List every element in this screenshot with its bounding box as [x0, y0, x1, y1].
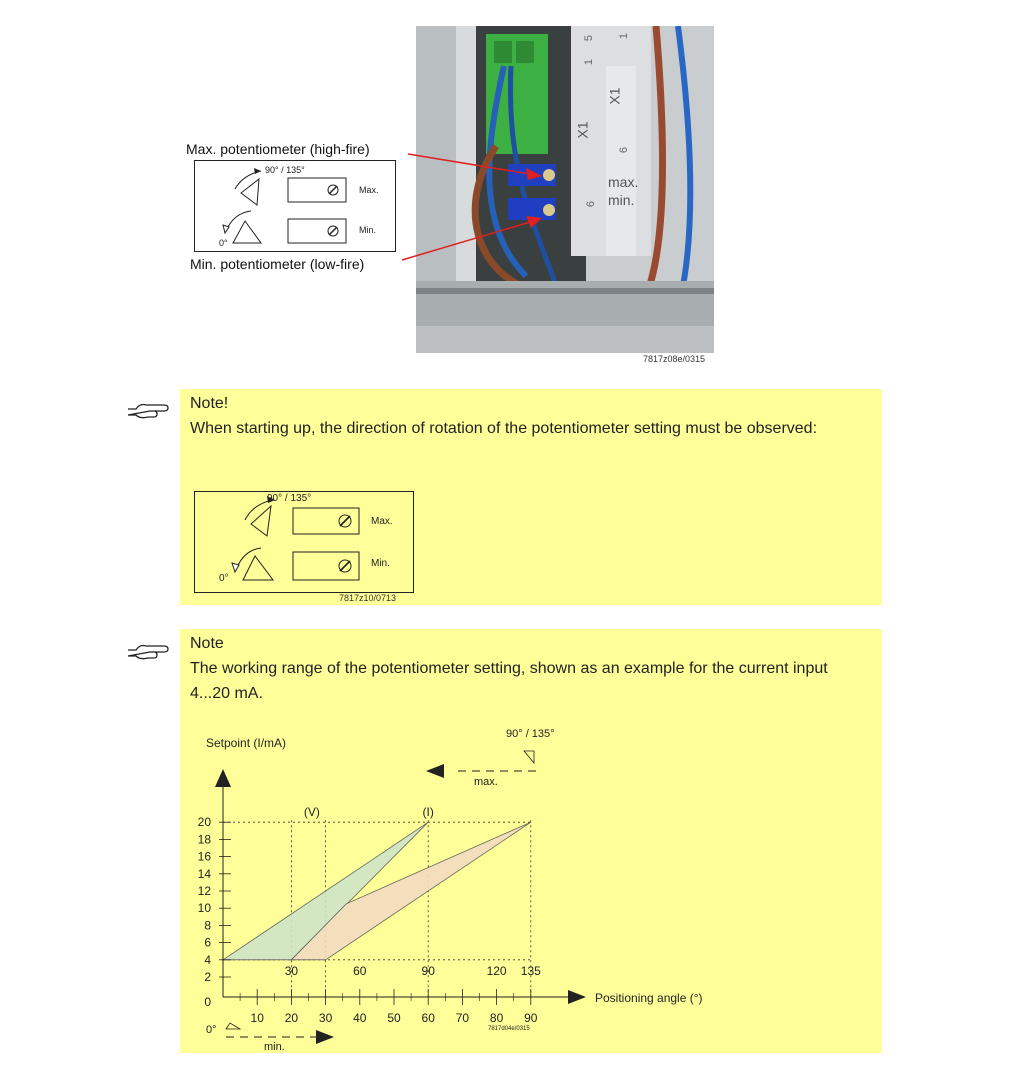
working-range-chart: 2 4 6 8 10 12 14 16 18 20 0 10 20 30 40 50 60 70 80 90 30 60 9…	[198, 728, 703, 1051]
x-upper-label-90: 90	[422, 964, 436, 978]
pointing-hand-icon-2	[127, 644, 169, 660]
note2-text: The working range of the potentiometer s…	[190, 660, 828, 702]
max-direction-arrow	[426, 764, 444, 778]
photo-label-min: min.	[608, 192, 635, 208]
series-area-0	[221, 821, 429, 961]
y-tick-label-12: 12	[198, 884, 212, 898]
rotation-diagram: 90° / 135° Max. Min. 0°	[194, 491, 414, 593]
label-max-potentiometer: Max. potentiometer (high-fire)	[186, 141, 370, 157]
photo-label-x1-a: X1	[606, 87, 623, 105]
y-tick-label-20: 20	[198, 815, 212, 829]
label-V: (V)	[304, 805, 320, 819]
chart-ticks	[219, 821, 532, 1005]
x-upper-label-120: 120	[487, 964, 507, 978]
x-tick-label-20: 20	[285, 1011, 299, 1025]
x-tick-label-10: 10	[251, 1011, 265, 1025]
note1-title: Note!	[190, 395, 229, 412]
device-photo: 5 1 1 X1 X1 6 6 max. min.	[416, 26, 714, 353]
note1-code: 7817z10/0713	[339, 593, 397, 603]
y-tick-label-18: 18	[198, 832, 212, 846]
label-min-potentiometer: Min. potentiometer (low-fire)	[190, 256, 365, 272]
x-tick-label-60: 60	[422, 1011, 436, 1025]
note2-title: Note	[190, 635, 224, 652]
y-tick-label-14: 14	[198, 867, 212, 881]
x-upper-label-60: 60	[353, 964, 367, 978]
photo-label-5: 5	[583, 34, 596, 42]
max-label: max.	[474, 776, 498, 788]
min-direction-arrow	[316, 1030, 334, 1044]
note1-text: When starting up, the direction of rotat…	[190, 420, 818, 437]
x-tick-label-30: 30	[319, 1011, 333, 1025]
x-axis-arrow	[568, 990, 586, 1004]
inset-zero-label: 0°	[219, 238, 228, 248]
x-tick-label-50: 50	[387, 1011, 401, 1025]
pointing-hand-icon	[127, 403, 169, 419]
arrow-head-max	[526, 168, 542, 180]
inset-schematic-drawing	[222, 168, 347, 244]
rotation-zero: 0°	[219, 573, 229, 584]
min-angle-icon	[225, 1022, 242, 1030]
y-tick-label-10: 10	[198, 901, 212, 915]
photo-label-1: 1	[583, 58, 596, 66]
min-label: min.	[264, 1041, 285, 1051]
chart-areas	[221, 821, 532, 961]
rotation-diagram-drawing	[231, 496, 360, 581]
y-axis-arrow	[215, 769, 231, 787]
rotation-min: Min.	[371, 558, 390, 569]
y-axis-title: Setpoint (I/mA)	[206, 736, 286, 750]
note-box-rotation: Note! When starting up, the direction of…	[180, 389, 882, 605]
inset-min-label: Min.	[359, 225, 377, 235]
x-upper-label-135: 135	[521, 964, 541, 978]
x-tick-label-90: 90	[524, 1011, 538, 1025]
chart-labels: 2 4 6 8 10 12 14 16 18 20 0 10 20 30 40 50 60 70 80 90 30 60 9…	[198, 728, 703, 1051]
rotation-angle: 90° / 135°	[267, 493, 312, 504]
max-angle-icon	[523, 750, 535, 765]
note-box-working-range: Note The working range of the potentiome…	[180, 629, 882, 1053]
top-angle-label: 90° / 135°	[506, 728, 555, 740]
x-upper-label-30: 30	[285, 964, 299, 978]
rotation-max: Max.	[371, 516, 393, 527]
inset-schematic: 90° / 135° Max. Min. 0°	[194, 160, 396, 252]
series-area-1	[290, 821, 532, 961]
figure1-code: 7817z08e/0315	[643, 354, 706, 364]
origin-label: 0	[204, 995, 211, 1009]
x-tick-label-40: 40	[353, 1011, 367, 1025]
y-tick-label-2: 2	[204, 970, 211, 984]
pointer-arrows	[401, 153, 542, 261]
photo-label-1b: 1	[618, 32, 631, 40]
zero-angle-label: 0°	[206, 1024, 217, 1036]
y-tick-label-16: 16	[198, 850, 212, 864]
x-tick-label-80: 80	[490, 1011, 504, 1025]
inset-max-label: Max.	[359, 185, 379, 195]
x-tick-label-70: 70	[456, 1011, 470, 1025]
arrow-head-min	[526, 216, 542, 228]
device-photo-illustration	[416, 26, 714, 353]
y-tick-label-6: 6	[204, 936, 211, 950]
label-I: (I)	[423, 805, 434, 819]
photo-label-max: max.	[608, 174, 639, 190]
y-tick-label-4: 4	[204, 953, 211, 967]
inset-angle: 90° / 135°	[265, 165, 305, 175]
x-axis-title: Positioning angle (°)	[595, 991, 703, 1005]
photo-label-x1-b: X1	[574, 121, 591, 139]
chart-code: 7817d04e/0315	[488, 1026, 530, 1032]
y-tick-label-8: 8	[204, 918, 211, 932]
